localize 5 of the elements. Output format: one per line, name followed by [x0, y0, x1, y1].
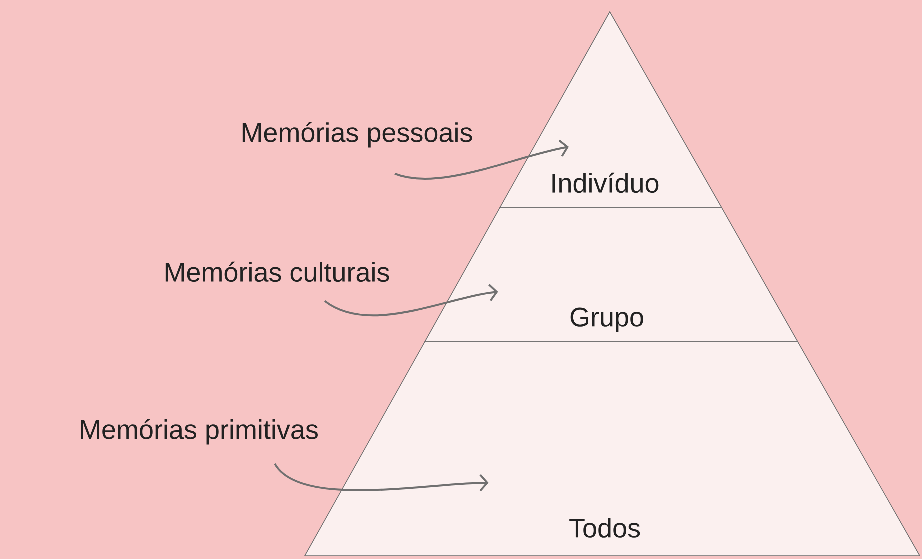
memory-label: Memórias pessoais	[242, 122, 472, 148]
curved-arrow	[324, 284, 498, 317]
memory-label: Memórias culturais	[166, 262, 390, 282]
curved-arrow	[274, 463, 489, 492]
curved-arrow	[394, 140, 570, 180]
